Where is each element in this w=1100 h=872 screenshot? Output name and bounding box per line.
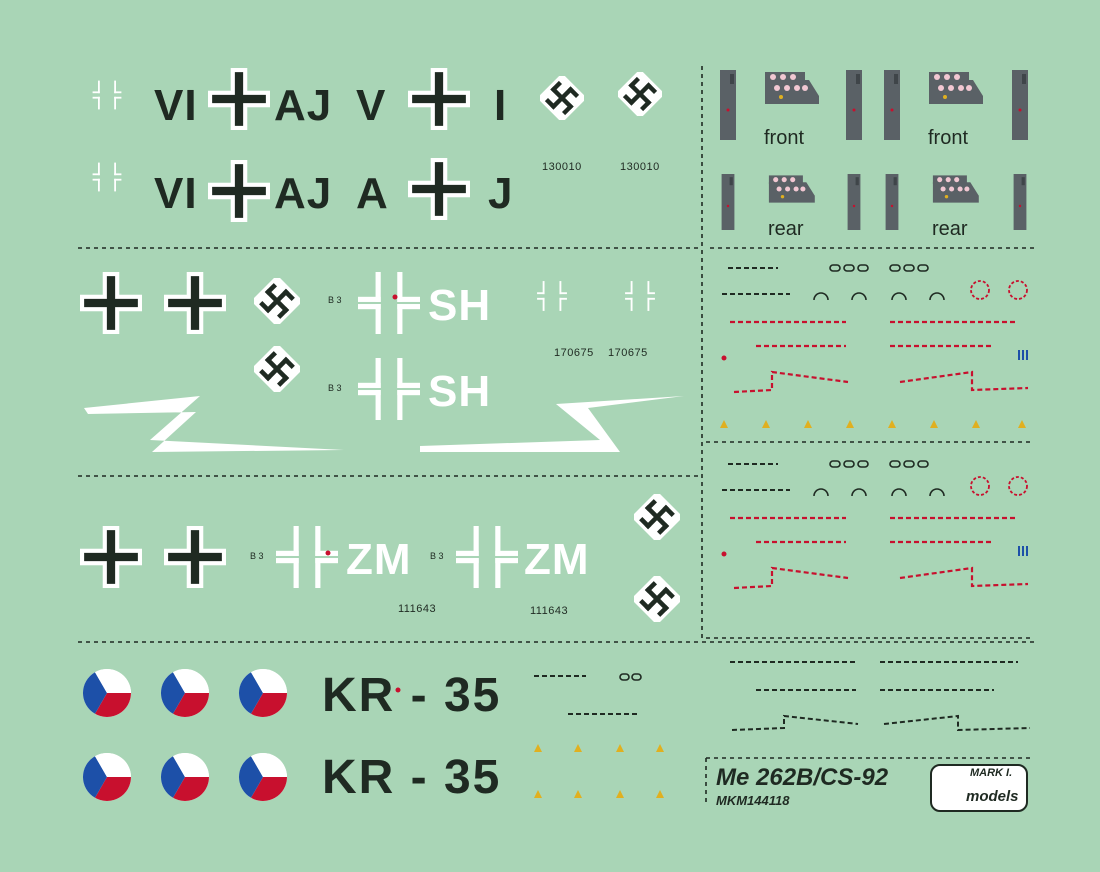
serial-170675: 170675	[554, 347, 594, 359]
stencil-set-lower	[721, 460, 1029, 590]
prefix-b3: B 3	[328, 295, 342, 305]
cockpit-side-panel	[1013, 174, 1027, 230]
cockpit-side-panel	[1012, 70, 1028, 140]
swastika-emblem	[254, 346, 300, 392]
swastika-emblem	[540, 76, 584, 120]
white-outline-cross	[92, 80, 122, 110]
letter-a: A	[356, 169, 389, 218]
balkenkreuz	[408, 158, 470, 220]
serial-130010: 130010	[620, 161, 660, 173]
panel-label-rear: rear	[768, 218, 804, 240]
lightning-stripe-right	[420, 396, 684, 452]
balkenkreuz	[164, 272, 226, 334]
instrument-panel	[932, 175, 979, 203]
white-outline-cross	[537, 281, 567, 311]
serial-111643: 111643	[398, 603, 437, 615]
czech-roundel	[160, 752, 209, 802]
letter-i: I	[494, 81, 508, 130]
panel-label-front: front	[764, 127, 805, 149]
logo-mark-text: MARK I.	[970, 767, 1013, 779]
code-kr-35: KR - 35	[322, 751, 502, 804]
catalog-number: MKM144118	[716, 793, 790, 808]
cockpit-side-panel	[721, 174, 735, 230]
product-title: Me 262B/CS-92	[716, 764, 889, 791]
red-dot	[325, 550, 331, 556]
serial-170675: 170675	[608, 347, 648, 359]
panel-label-front: front	[928, 127, 969, 149]
balkenkreuz	[80, 526, 142, 588]
white-cross	[358, 272, 420, 334]
instrument-panel	[768, 175, 815, 203]
swastika-emblem	[634, 494, 680, 540]
prefix-b3: B 3	[328, 383, 342, 393]
czech-roundel	[238, 668, 287, 718]
balkenkreuz	[164, 526, 226, 588]
code-sh: SH	[428, 281, 492, 330]
code-aj: AJ	[274, 81, 333, 130]
white-outline-cross	[92, 162, 122, 192]
code-zm: ZM	[346, 535, 412, 584]
czech-roundel	[82, 752, 131, 802]
swastika-emblem	[634, 576, 680, 622]
balkenkreuz	[208, 68, 270, 130]
red-dot	[392, 294, 398, 300]
white-cross	[456, 526, 518, 588]
prefix-b3: B 3	[430, 551, 444, 561]
code-kr-35: KR - 35	[322, 669, 502, 722]
lightning-stripe-left	[84, 396, 344, 452]
instrument-panel	[929, 72, 983, 104]
czech-roundel	[160, 668, 209, 718]
code-vi: VI	[154, 81, 198, 130]
czech-roundel	[82, 668, 131, 718]
cockpit-side-panel	[720, 70, 736, 140]
white-outline-cross	[625, 281, 655, 311]
letter-v: V	[356, 81, 387, 130]
serial-130010: 130010	[542, 161, 582, 173]
cockpit-side-panel	[847, 174, 861, 230]
czech-roundel	[238, 752, 287, 802]
panel-label-rear: rear	[932, 218, 968, 240]
balkenkreuz	[208, 160, 270, 222]
balkenkreuz	[408, 68, 470, 130]
serial-111643: 111643	[530, 605, 569, 617]
mark-i-logo: MARK I. models	[930, 764, 1028, 812]
white-cross	[358, 358, 420, 420]
white-cross	[276, 526, 338, 588]
red-dot	[395, 687, 401, 693]
stencil-set-bottom	[534, 661, 1031, 798]
code-sh: SH	[428, 367, 492, 416]
cockpit-side-panel	[846, 70, 862, 140]
cockpit-side-panel	[884, 70, 900, 140]
code-aj: AJ	[274, 169, 333, 218]
code-vi: VI	[154, 169, 198, 218]
stencil-set-upper	[720, 264, 1029, 428]
logo-models-text: models	[966, 788, 1019, 805]
code-zm: ZM	[524, 535, 590, 584]
swastika-emblem	[254, 278, 300, 324]
instrument-panel	[765, 72, 819, 104]
swastika-emblem	[618, 72, 662, 116]
letter-j: J	[488, 169, 514, 218]
balkenkreuz	[80, 272, 142, 334]
prefix-b3: B 3	[250, 551, 264, 561]
cockpit-side-panel	[885, 174, 899, 230]
cut-lines	[78, 66, 1034, 806]
